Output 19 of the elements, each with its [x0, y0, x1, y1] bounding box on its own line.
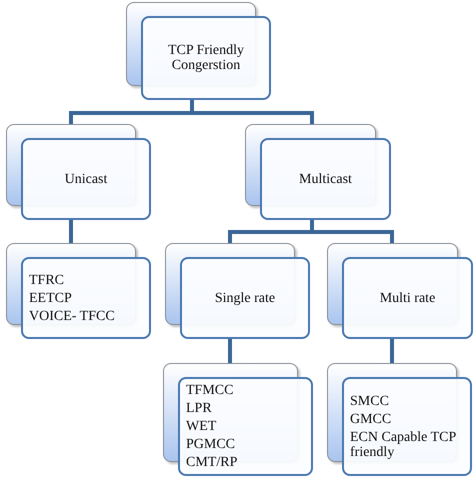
- list-item-text: TFRC: [29, 272, 64, 288]
- node-label: Unicast: [64, 172, 108, 186]
- list-item-text: SMCC: [350, 394, 389, 408]
- connector-line: [228, 339, 232, 363]
- list-item-text: EETCP: [29, 290, 72, 306]
- list-item-text: PGMCC: [186, 437, 236, 452]
- connector-line: [390, 339, 394, 363]
- node-label: TCP Friendly Congerstion: [166, 43, 246, 73]
- list-item-text: LPR: [186, 401, 212, 416]
- connector-line: [69, 220, 73, 243]
- list-item-text: GMCC: [350, 412, 392, 426]
- list-item-text: TFMCC: [186, 383, 234, 398]
- list-item-text: VOICE- TFCC: [29, 308, 115, 324]
- node-label: Multi rate: [380, 290, 436, 306]
- list-item-text: CMT/RP: [186, 455, 238, 470]
- list-item-text: ECN Capable TCP friendly: [350, 430, 457, 460]
- node-label: Single rate: [214, 290, 276, 306]
- node-label: Multicast: [299, 172, 352, 186]
- list-item-text: WET: [186, 419, 216, 434]
